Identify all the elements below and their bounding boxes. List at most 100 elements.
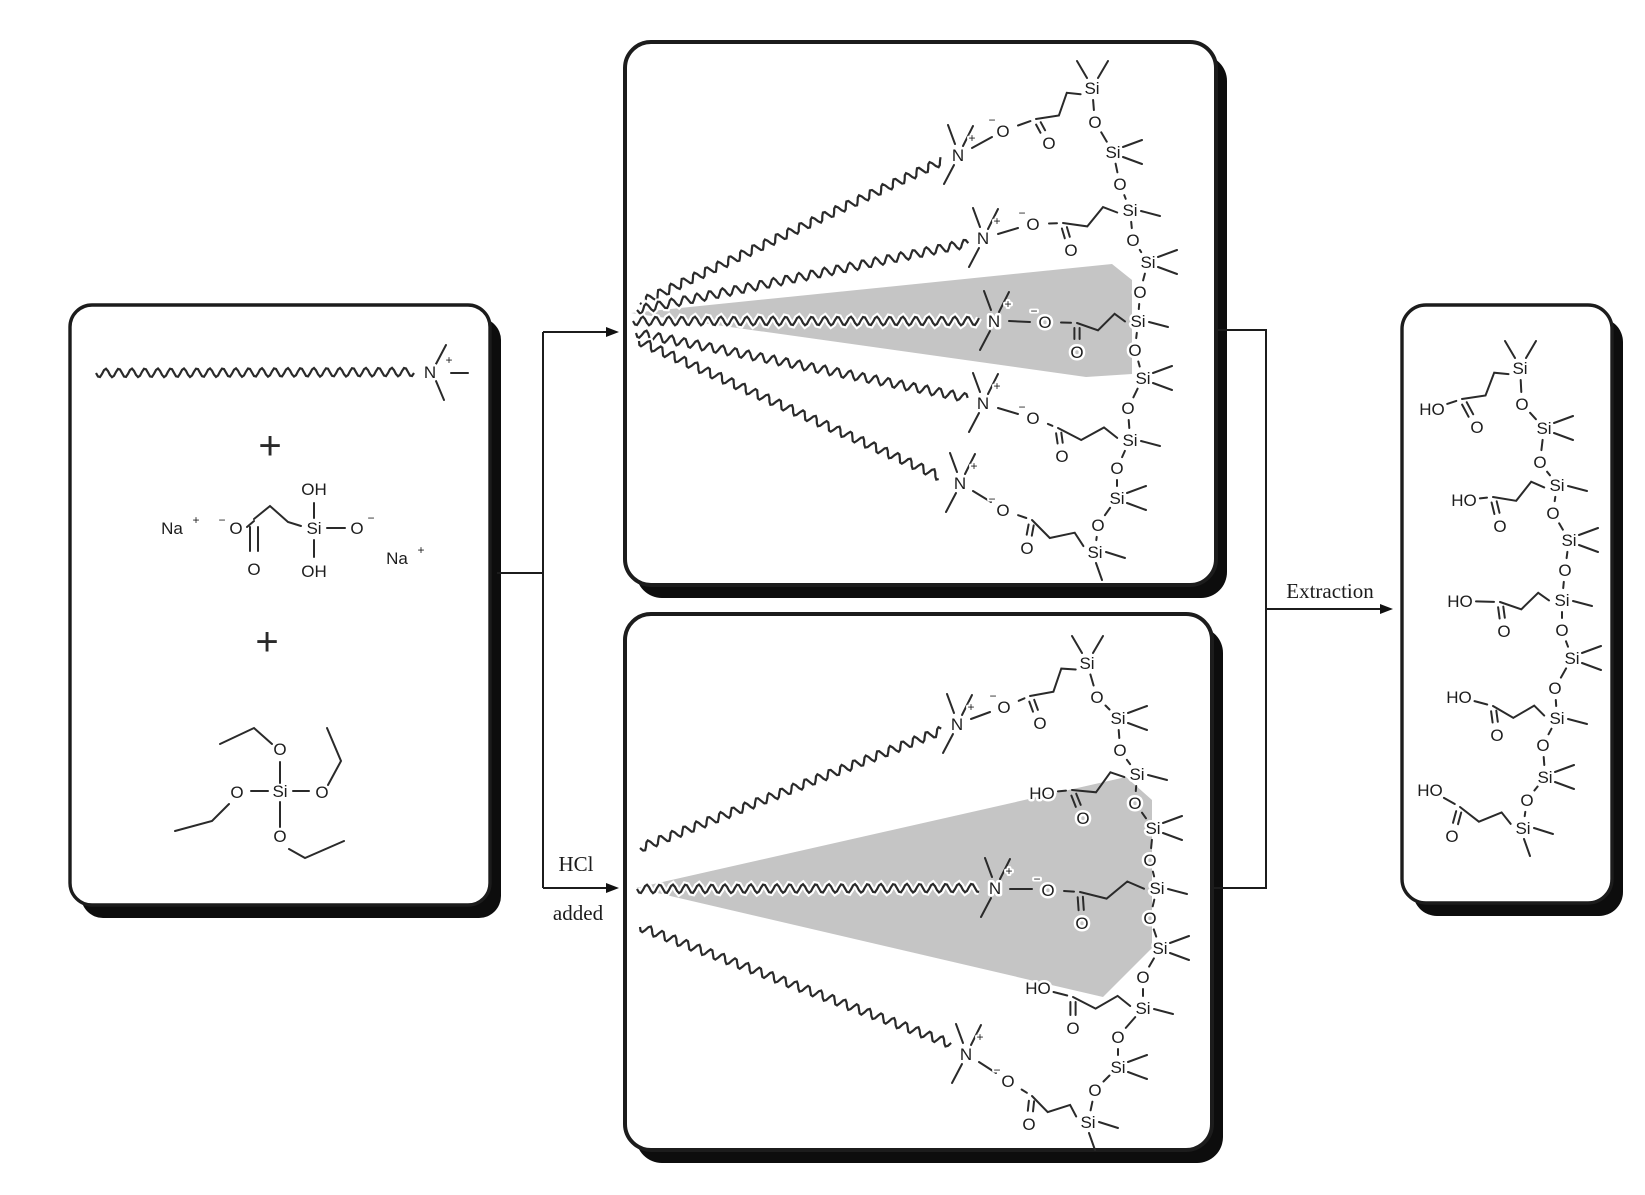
atom-si-label: Si xyxy=(1080,1113,1095,1132)
atom-o-label: O xyxy=(1536,736,1549,755)
atom-n-label: N xyxy=(960,1045,972,1064)
alkyl-wave xyxy=(639,157,942,307)
charge-plus: + xyxy=(976,1030,983,1044)
alkyl-wave xyxy=(639,725,942,852)
atom-o-label: O xyxy=(229,519,242,538)
carboxylic-acid-pendant xyxy=(1473,700,1546,724)
atom-o-label: O xyxy=(1121,399,1134,418)
charge-minus: − xyxy=(1030,304,1037,318)
charge-plus: + xyxy=(970,459,977,473)
atom-o-label: O xyxy=(1558,561,1571,580)
charge-plus: + xyxy=(1004,297,1011,311)
atom-si-label: Si xyxy=(1087,543,1102,562)
atom-o-label: O xyxy=(1470,418,1483,437)
charge-minus: − xyxy=(993,1063,1000,1077)
charge-minus: − xyxy=(1018,206,1025,220)
atom-si-label: Si xyxy=(1084,79,1099,98)
pendant-bonds xyxy=(1063,880,1145,912)
atom-si-label: Si xyxy=(1135,369,1150,388)
surfactant-chain xyxy=(635,337,940,484)
pendant-bonds xyxy=(1048,205,1119,240)
surfactant-chain xyxy=(634,879,980,898)
charge-plus: + xyxy=(993,214,1000,228)
atom-si-label: Si xyxy=(1512,359,1527,378)
acid-ho-label: HO xyxy=(1447,592,1473,611)
alkyl-wave xyxy=(632,315,980,327)
pendant-bonds xyxy=(1017,667,1077,713)
alkyl-wave xyxy=(634,329,969,402)
atom-si-label: Si xyxy=(1549,476,1564,495)
ammonium-head: N+ xyxy=(945,452,980,513)
surfactant-chain xyxy=(630,312,982,330)
ammonium-head: N+ xyxy=(968,207,1003,268)
atom-o-label: O xyxy=(273,740,286,759)
siloxane-bonds xyxy=(1519,379,1569,818)
atom-o-label: O xyxy=(1090,688,1103,707)
pendant-bonds xyxy=(1475,591,1550,620)
carboxylate-pendant xyxy=(1046,422,1119,445)
atom-o-label: O xyxy=(1445,827,1458,846)
acid-labels: HOO HOO HOO HOO HOO xyxy=(1415,398,1513,849)
atom-o-label: O xyxy=(1001,1072,1014,1091)
siloxane-bonds xyxy=(1092,99,1146,542)
surfactant-chain xyxy=(637,722,943,855)
charge-plus: + xyxy=(445,353,452,367)
atom-o-label: O xyxy=(1533,453,1546,472)
atom-o-label: O xyxy=(996,122,1009,141)
ion-pair-dashes xyxy=(970,711,1033,1074)
atom-o-label: O xyxy=(1088,1081,1101,1100)
acid-ho-label: HO xyxy=(1446,688,1472,707)
ion-pair-dashes xyxy=(971,136,1031,503)
methyl-bonds xyxy=(1071,635,1190,1151)
acid-ho-label: HO xyxy=(1025,979,1051,998)
surfactant-chain xyxy=(636,922,954,1051)
carboxylate-pendant xyxy=(1063,880,1145,912)
charge-minus: − xyxy=(988,492,995,506)
atom-si-label: Si xyxy=(1145,819,1160,838)
atom-o-label: O xyxy=(350,519,363,538)
atom-o-label: O xyxy=(247,560,260,579)
acid-ho-label: HO xyxy=(1419,400,1445,419)
atom-si-label: Si xyxy=(1561,531,1576,550)
hcl-label: HCl xyxy=(558,852,593,876)
atom-o-label: O xyxy=(230,783,243,802)
ammonium-head: N+ xyxy=(942,693,977,754)
atom-n-label: N xyxy=(977,229,989,248)
silanetriol-molecule: Na + − O O Si OH OH O − Na + xyxy=(159,478,427,584)
atom-o-label: O xyxy=(1042,134,1055,153)
atom-si-label: Si xyxy=(1110,1058,1125,1077)
atom-o-label: O xyxy=(1497,622,1510,641)
hydroxyl-label: OH xyxy=(301,480,327,499)
atom-n-label: N xyxy=(977,394,989,413)
branch-connector: HCl added xyxy=(497,327,619,925)
pendant-bonds xyxy=(1056,771,1126,808)
atom-na-label: Na xyxy=(161,519,183,538)
carboxylate-pendant xyxy=(1017,667,1077,713)
atom-o-label: O xyxy=(996,501,1009,520)
surfactant-chain xyxy=(638,156,944,309)
atom-o-label: O xyxy=(1022,1115,1035,1134)
methyl-bonds xyxy=(1504,340,1602,857)
acid-ho-label: HO xyxy=(1029,784,1055,803)
atom-o-label: O xyxy=(1066,1019,1079,1038)
carboxylate-labels: −OO HOO −OO HOO −OO xyxy=(987,687,1092,1137)
surfactant-tail xyxy=(93,363,417,382)
carboxylic-acid-pendant xyxy=(1475,591,1550,620)
charge-minus: − xyxy=(218,513,225,527)
atom-si-label: Si xyxy=(1130,312,1145,331)
atom-o-label: O xyxy=(1136,968,1149,987)
atom-o-label: O xyxy=(273,827,286,846)
carboxylate-pendant xyxy=(1020,1088,1078,1118)
charge-plus: + xyxy=(993,379,1000,393)
alkyl-wave xyxy=(95,366,415,379)
added-label: added xyxy=(553,901,604,925)
extraction-connector: Extraction xyxy=(1212,329,1393,889)
atom-o-label: O xyxy=(1110,459,1123,478)
atom-si-label: Si xyxy=(1549,709,1564,728)
atom-si-label: Si xyxy=(1122,431,1137,450)
atom-si-label: Si xyxy=(1537,768,1552,787)
charge-plus: + xyxy=(417,543,424,557)
